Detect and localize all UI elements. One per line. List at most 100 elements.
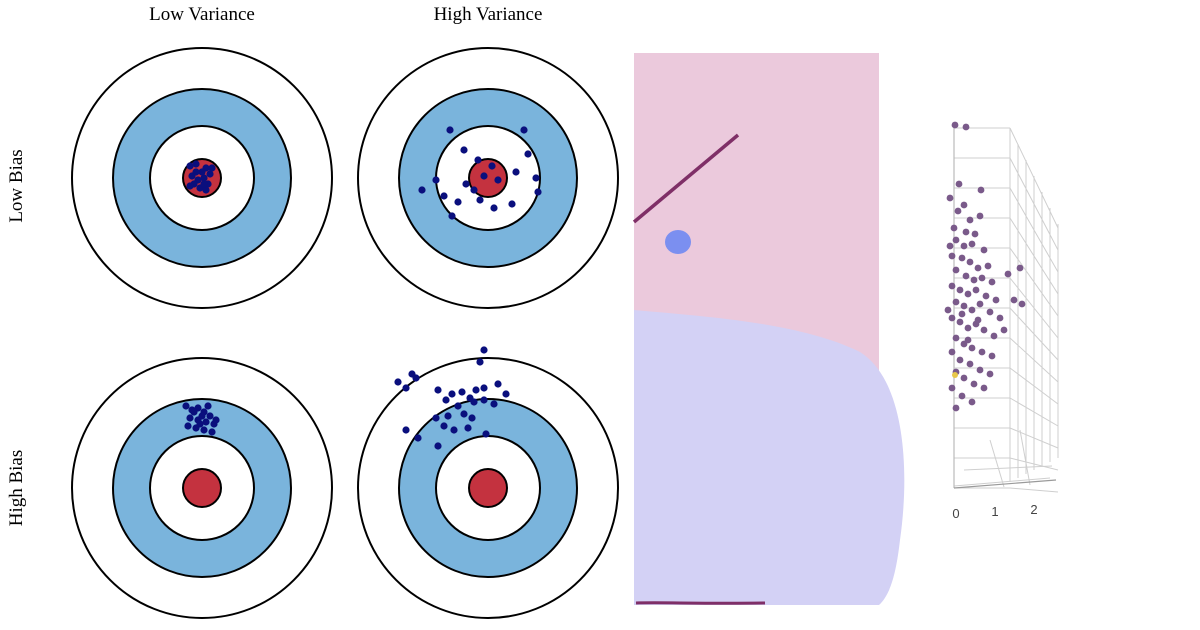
decision-line [632,133,740,224]
scatter-point [984,262,992,270]
shot-point [184,422,192,430]
scatter-point [958,310,966,318]
scatter-point [960,201,968,209]
scatter-point [1004,270,1012,278]
shot-point [440,422,448,430]
shot-point [468,414,476,422]
scatter-point [974,316,982,324]
shot-point [454,198,462,206]
scatter-point [960,242,968,250]
grid-line [1009,337,1059,383]
shot-point [480,346,488,354]
scatter-point [996,314,1004,322]
scatter-point [966,258,974,266]
shot-point [448,390,456,398]
bottom-edge-stroke [635,601,766,605]
x-tick-1: 1 [991,504,998,519]
scatter-point [952,334,960,342]
scatter-point [968,344,976,352]
shot-point [512,168,520,176]
scatter-point [962,272,970,280]
bullseye [182,468,222,508]
shot-point [482,430,490,438]
shot-point [508,200,516,208]
grid-line [1009,457,1059,471]
shot-point [186,162,194,170]
shot-point [206,170,214,178]
shot-point [480,396,488,404]
shot-point [480,172,488,180]
shot-point [434,386,442,394]
shot-point [524,150,532,158]
shot-point [446,126,454,134]
scatter-point [964,290,972,298]
shot-point [198,412,206,420]
shot-point [208,164,216,172]
scatter-point [986,370,994,378]
grid-line [1009,277,1059,339]
column-label-low-variance: Low Variance [149,4,255,25]
scatter-point [952,404,960,412]
shot-point [464,424,472,432]
scatter-point [976,212,984,220]
scatter-point [948,252,956,260]
bullseye [468,158,508,198]
scatter-point [956,356,964,364]
scatter-point [948,314,956,322]
scatter-point [970,276,978,284]
scatter-point [964,324,972,332]
scatter-point [990,332,998,340]
scatter-point [1000,326,1008,334]
scatter-point [964,336,972,344]
bias-variance-targets: Low Variance High Variance Low Bias High… [6,4,619,619]
scatter-point [962,228,970,236]
shot-point [192,160,200,168]
scatter-point [971,230,979,238]
scatter-point [988,352,996,360]
grid-line [1009,247,1059,317]
target-high-bias-high-variance [357,346,619,619]
target-panels [71,47,619,619]
grid-line [1009,397,1059,427]
scatter-point [986,308,994,316]
shot-point [494,176,502,184]
shot-point [474,156,482,164]
grid-line [1009,307,1059,361]
scatter-point [958,392,966,400]
grid-line [1009,367,1059,405]
scatter-point [978,348,986,356]
grid-line [1019,429,1031,486]
scatter-point [948,384,956,392]
shot-point [454,402,462,410]
scatter-point [944,306,952,314]
shot-point [444,412,452,420]
scatter-point [946,242,954,250]
shot-point [432,414,440,422]
grid-line [1009,427,1059,449]
scatter-3d-points [944,121,1026,412]
shot-point [532,174,540,182]
shot-point [192,168,200,176]
grid-line [1009,187,1059,273]
highlight-point [952,372,958,378]
scatter-point [976,366,984,374]
shot-point [202,418,210,426]
shot-point [394,378,402,386]
shot-point [412,374,420,382]
shot-point [520,126,528,134]
shot-point [534,188,542,196]
scatter-point [955,180,963,188]
shot-point [502,390,510,398]
shot-point [190,408,198,416]
scatter-point [970,380,978,388]
scatter-3d-grid [953,127,1059,493]
class-blob [665,230,691,254]
shot-point [476,358,484,366]
scatter-point [958,254,966,262]
shot-point [198,168,206,176]
scatter-point [1016,264,1024,272]
column-label-high-variance: High Variance [434,4,543,25]
shot-point [462,180,470,188]
grid-line [1009,487,1059,493]
scatter-point [960,374,968,382]
